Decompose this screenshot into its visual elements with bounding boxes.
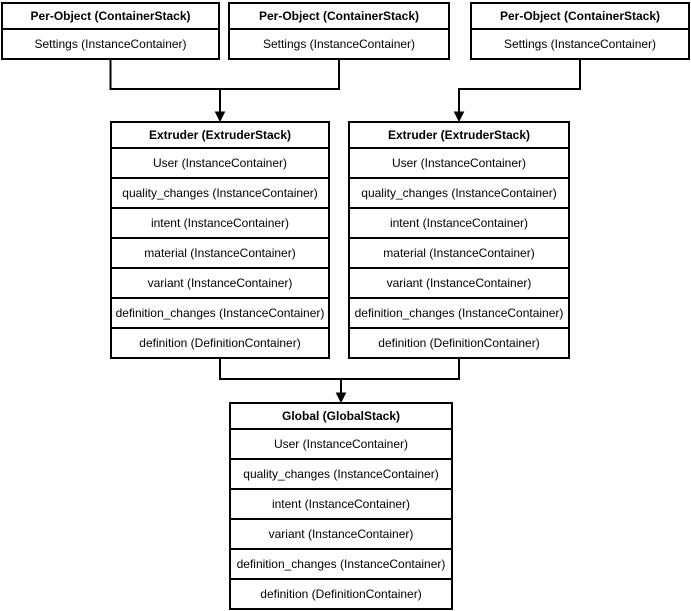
stack-row: material (InstanceContainer) [112,237,328,267]
stack-row: Settings (InstanceContainer) [230,28,448,58]
global-stack: Global (GlobalStack) User (InstanceConta… [229,402,453,610]
connector-extruder-2-to-global [341,358,460,380]
arrowhead-extruder-2 [453,111,465,123]
stack-row: definition_changes (InstanceContainer) [350,297,568,327]
stack-row: intent (InstanceContainer) [350,207,568,237]
stack-title: Per-Object (ContainerStack) [30,9,191,23]
stack-row: variant (InstanceContainer) [231,518,451,548]
connector-per-object-2-to-extruder-1 [220,60,340,90]
stack-row: definition_changes (InstanceContainer) [112,297,328,327]
stack-title: Per-Object (ContainerStack) [499,9,661,23]
stack-title: Extruder (ExtruderStack) [387,128,531,142]
stack-row: quality_changes (InstanceContainer) [231,458,451,488]
per-object-stack-1: Per-Object (ContainerStack) Settings (In… [1,2,220,60]
stack-row: variant (InstanceContainer) [350,267,568,297]
stack-row: intent (InstanceContainer) [231,488,451,518]
stack-title: Per-Object (ContainerStack) [258,9,420,23]
extruder-stack-2: Extruder (ExtruderStack) User (InstanceC… [348,121,570,359]
stack-row: User (InstanceContainer) [350,147,568,177]
stack-row: User (InstanceContainer) [112,147,328,177]
stack-row: quality_changes (InstanceContainer) [112,177,328,207]
stack-row: Settings (InstanceContainer) [472,28,688,58]
arrowhead-extruder-1 [214,111,226,123]
extruder-stack-1: Extruder (ExtruderStack) User (InstanceC… [110,121,330,359]
stack-row: definition (DefinitionContainer) [231,578,451,608]
stack-row: definition (DefinitionContainer) [350,327,568,357]
stack-row: variant (InstanceContainer) [112,267,328,297]
stack-row: quality_changes (InstanceContainer) [350,177,568,207]
connector-extruder-1-to-global [219,358,341,380]
stack-row: definition_changes (InstanceContainer) [231,548,451,578]
stack-title: Global (GlobalStack) [281,409,401,423]
stack-row: User (InstanceContainer) [231,428,451,458]
stack-row: Settings (InstanceContainer) [3,28,218,58]
stack-row: material (InstanceContainer) [350,237,568,267]
connector-per-object-1-to-extruder-1 [109,60,220,90]
arrowhead-global [335,392,347,404]
per-object-stack-2: Per-Object (ContainerStack) Settings (In… [228,2,450,60]
stack-title: Extruder (ExtruderStack) [148,128,292,142]
per-object-stack-3: Per-Object (ContainerStack) Settings (In… [470,2,690,60]
stack-row: intent (InstanceContainer) [112,207,328,237]
stack-row: definition (DefinitionContainer) [112,327,328,357]
connector-per-object-3-to-extruder-2 [458,60,581,113]
